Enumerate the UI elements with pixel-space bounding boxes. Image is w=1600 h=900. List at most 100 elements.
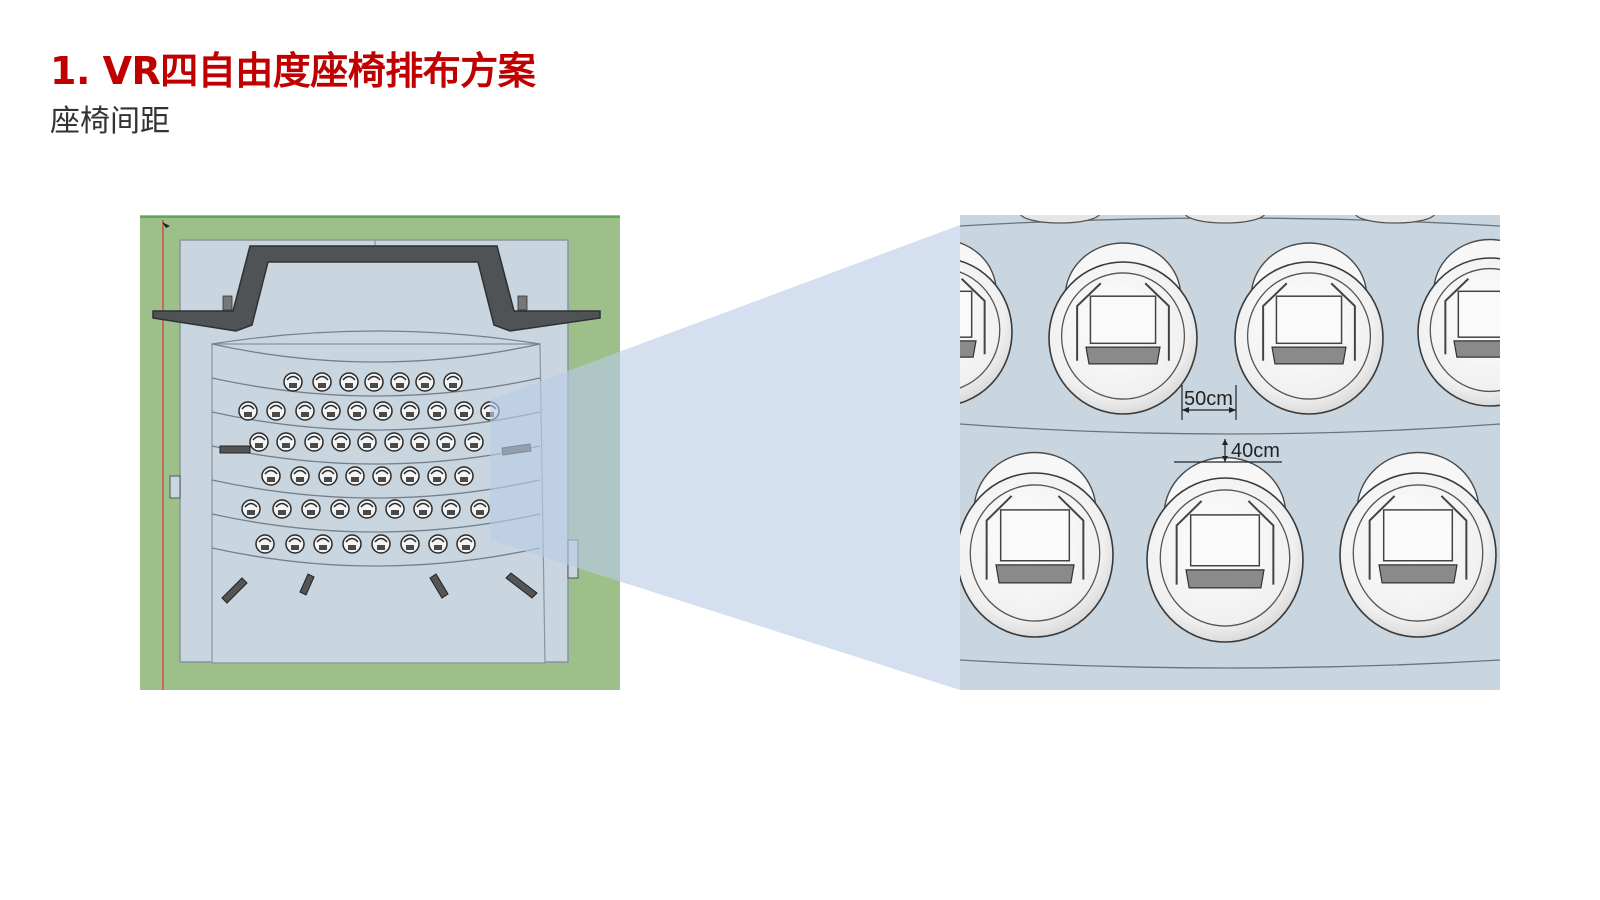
- seat-shell: [443, 372, 463, 392]
- seat-shell: [441, 499, 461, 519]
- seat-shell: [364, 372, 384, 392]
- seat-shell: [313, 534, 333, 554]
- vr-seat-pod: [1339, 451, 1497, 638]
- seat-plan: [290, 466, 310, 486]
- seat-base: [289, 383, 297, 388]
- slide-subtitle: 座椅间距: [50, 104, 170, 139]
- seat-base: [447, 510, 455, 515]
- pod-seat: [1275, 295, 1343, 345]
- seat-plan: [241, 499, 261, 519]
- slide-title: 1. VR四自由度座椅排布方案: [50, 49, 536, 93]
- seat-base: [442, 443, 450, 448]
- seat-shell: [427, 401, 447, 421]
- seat-plan: [427, 466, 447, 486]
- pod-seat: [1457, 290, 1500, 338]
- seat-plan: [283, 372, 303, 392]
- seat-base: [434, 545, 442, 550]
- seat-back: [459, 537, 473, 543]
- seat-shell: [304, 432, 324, 452]
- seat-plan: [318, 466, 338, 486]
- seat-shell: [347, 401, 367, 421]
- seat-base: [378, 477, 386, 482]
- seat-base: [255, 443, 263, 448]
- seat-back: [334, 435, 348, 441]
- seat-shell: [400, 466, 420, 486]
- seat-back: [439, 435, 453, 441]
- seat-shell: [470, 499, 490, 519]
- seat-plan: [415, 372, 435, 392]
- seat-back: [444, 502, 458, 508]
- seat-plan: [428, 534, 448, 554]
- seat-plan: [272, 499, 292, 519]
- tier-edge: [211, 547, 541, 567]
- seat-back: [430, 404, 444, 410]
- seat-shell: [410, 432, 430, 452]
- seat-base: [460, 477, 468, 482]
- seat-back: [403, 469, 417, 475]
- seat-plan: [385, 499, 405, 519]
- seat-gap-dimension: 50cm: [1181, 385, 1237, 420]
- seat-back: [279, 435, 293, 441]
- bench: [219, 445, 251, 454]
- tier-edge: [211, 330, 541, 345]
- seat-plan: [345, 466, 365, 486]
- bench: [299, 573, 315, 596]
- vr-seat-pod: [1048, 242, 1198, 415]
- seat-plan: [331, 432, 351, 452]
- seat-base: [296, 477, 304, 482]
- vr-seat-pod: [960, 242, 1013, 404]
- row-gap-dimension: 40cm: [1174, 439, 1282, 463]
- seat-plan: [339, 372, 359, 392]
- pod-arm-left: [1368, 495, 1396, 580]
- seat-back: [316, 537, 330, 543]
- row-edge: [960, 423, 1500, 435]
- seat-shell: [339, 372, 359, 392]
- seat-shell: [454, 466, 474, 486]
- seat-shell: [372, 466, 392, 486]
- seat-base: [244, 412, 252, 417]
- seat-plan: [238, 401, 258, 421]
- seat-plan: [330, 499, 350, 519]
- pod-seat: [1089, 295, 1157, 345]
- seat-shell: [241, 499, 261, 519]
- seat-back: [345, 537, 359, 543]
- pod-arm-right: [1440, 495, 1468, 580]
- seat-back: [264, 469, 278, 475]
- seat-base: [291, 545, 299, 550]
- pod-seat: [1382, 509, 1454, 562]
- seat-plan: [427, 401, 447, 421]
- seat-back: [324, 404, 338, 410]
- pod-partial: [1020, 215, 1100, 224]
- pod-footrest: [1453, 340, 1500, 358]
- pod-footrest: [1185, 569, 1265, 589]
- seat-base: [363, 443, 371, 448]
- seat-base: [377, 545, 385, 550]
- seat-plan: [470, 499, 490, 519]
- seat-shell: [464, 432, 484, 452]
- seat-base: [406, 545, 414, 550]
- vr-seat-pod: [1417, 238, 1500, 407]
- seat-plan: [400, 401, 420, 421]
- seat-shell: [390, 372, 410, 392]
- pod-partial: [1185, 215, 1265, 224]
- seat-base: [345, 383, 353, 388]
- seat-back: [348, 469, 362, 475]
- seat-back: [473, 502, 487, 508]
- pod-rim: [1429, 267, 1500, 393]
- seat-shell: [249, 432, 269, 452]
- seat-shell: [436, 432, 456, 452]
- seat-plan: [373, 401, 393, 421]
- pod-shell: [960, 260, 1013, 404]
- detail-seats: [960, 238, 1500, 643]
- pod-footrest: [1378, 564, 1458, 584]
- seat-shell: [342, 534, 362, 554]
- seat-base: [319, 545, 327, 550]
- seat-plan: [357, 432, 377, 452]
- seat-back: [388, 502, 402, 508]
- pod-arm-left: [1076, 282, 1102, 361]
- seat-plan: [436, 432, 456, 452]
- tier-edge: [211, 343, 541, 363]
- seat-base: [247, 510, 255, 515]
- seat-shell: [371, 534, 391, 554]
- seat-back: [293, 469, 307, 475]
